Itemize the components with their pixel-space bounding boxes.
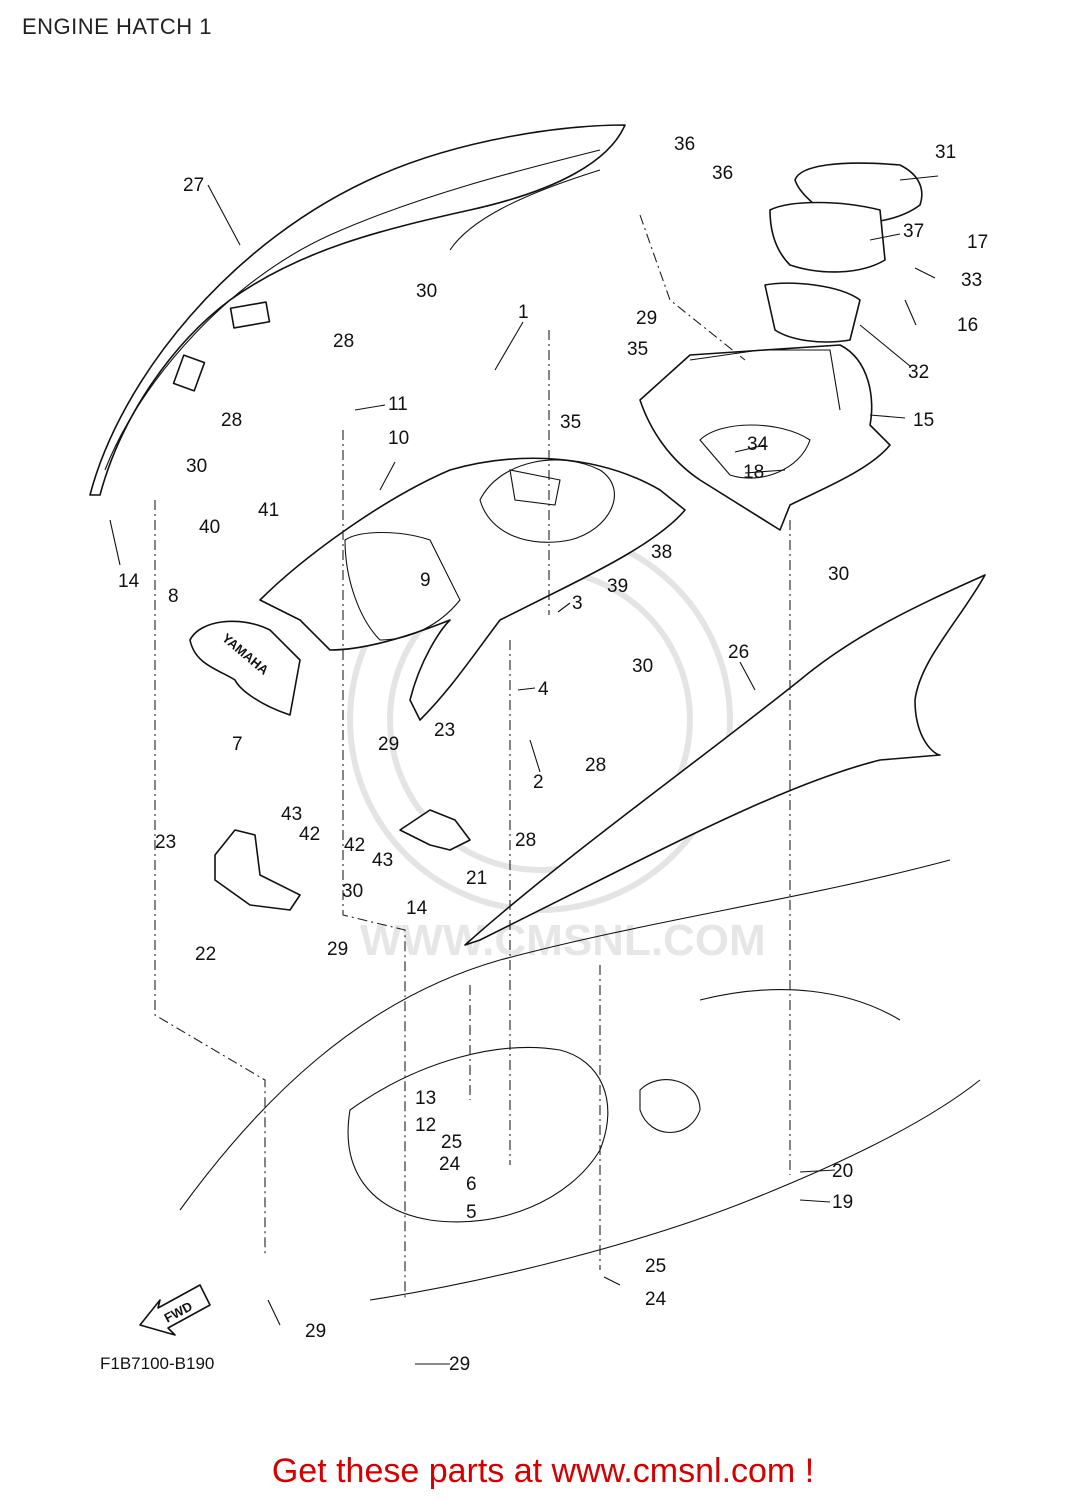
callout-22: 22: [195, 944, 216, 965]
part-side-panel: [464, 574, 986, 946]
callout-28-a: 28: [333, 331, 354, 352]
callout-42-b: 42: [344, 835, 365, 856]
callout-23-b: 23: [434, 720, 455, 741]
reference-code: F1B7100-B190: [100, 1354, 215, 1373]
callout-27: 27: [183, 175, 204, 196]
callout-31: 31: [935, 142, 956, 163]
part-hinge-bracket: [214, 829, 301, 911]
part-badge-plate: YAMAHA: [189, 620, 301, 716]
callout-29-d: 29: [305, 1321, 326, 1342]
callout-3: 3: [572, 593, 583, 614]
callout-23-a: 23: [155, 832, 176, 853]
callout-33: 33: [961, 270, 982, 291]
part-hatch-frame: [259, 457, 686, 721]
callout-18: 18: [743, 462, 764, 483]
callout-10: 10: [388, 428, 409, 449]
callout-12: 12: [415, 1115, 436, 1136]
callout-30-e: 30: [342, 881, 363, 902]
callout-36-b: 36: [712, 163, 733, 184]
part-hull-deck: [179, 859, 981, 1301]
callout-29-c: 29: [327, 939, 348, 960]
callout-28-c: 28: [585, 755, 606, 776]
callout-7: 7: [232, 734, 243, 755]
callout-14-b: 14: [406, 898, 428, 919]
callout-labels: 1 2 3 4 5 6 7 8 9 10 11 12 13 14 14 15 1…: [118, 134, 988, 1375]
callout-39: 39: [607, 576, 628, 597]
callout-4: 4: [538, 679, 549, 700]
callout-28-d: 28: [515, 830, 536, 851]
callout-29-a: 29: [636, 308, 657, 329]
callout-16: 16: [957, 315, 978, 336]
callout-24-a: 24: [439, 1154, 461, 1175]
callout-11: 11: [388, 394, 408, 415]
callout-37: 37: [903, 221, 924, 242]
assembly-lines: [154, 214, 791, 1300]
callout-20: 20: [832, 1161, 853, 1182]
callout-28-b: 28: [221, 410, 242, 431]
callout-40: 40: [199, 517, 220, 538]
callout-1: 1: [518, 302, 529, 323]
callout-14-a: 14: [118, 571, 140, 592]
callout-32: 32: [908, 362, 929, 383]
callout-29-b: 29: [378, 734, 399, 755]
part-lid-stack: [764, 162, 923, 343]
part-latch-base: [399, 809, 471, 851]
callout-13: 13: [415, 1088, 436, 1109]
page-title: ENGINE HATCH 1: [22, 14, 212, 39]
callout-38: 38: [651, 542, 672, 563]
callout-2: 2: [533, 772, 544, 793]
callout-24-b: 24: [645, 1289, 667, 1310]
callout-30-b: 30: [186, 456, 207, 477]
leader-lines: [109, 175, 939, 1365]
callout-34: 34: [747, 434, 769, 455]
callout-29-e: 29: [449, 1354, 470, 1375]
callout-26: 26: [728, 642, 749, 663]
callout-30-a: 30: [416, 281, 437, 302]
callout-25-a: 25: [441, 1132, 462, 1153]
callout-21: 21: [466, 868, 487, 889]
callout-41: 41: [258, 500, 279, 521]
callout-30-c: 30: [828, 564, 849, 585]
callout-42-a: 42: [299, 824, 320, 845]
callout-19: 19: [832, 1192, 853, 1213]
callout-25-b: 25: [645, 1256, 666, 1277]
call-to-action-link[interactable]: Get these parts at www.cmsnl.com !: [271, 1452, 815, 1490]
part-top-cover: [89, 124, 626, 496]
callout-15: 15: [913, 410, 934, 431]
callout-17: 17: [967, 232, 988, 253]
fwd-arrow-icon: FWD: [139, 1284, 211, 1336]
callout-43-a: 43: [281, 804, 302, 825]
callout-6: 6: [466, 1174, 477, 1195]
callout-5: 5: [466, 1202, 477, 1223]
part-storage-box: [639, 344, 891, 531]
callout-30-d: 30: [632, 656, 653, 677]
callout-43-b: 43: [372, 850, 393, 871]
callout-9: 9: [420, 570, 431, 591]
callout-8: 8: [168, 586, 179, 607]
watermark-text: WWW.CMSNL.COM: [360, 916, 766, 965]
callout-35-a: 35: [627, 339, 648, 360]
callout-36-a: 36: [674, 134, 695, 155]
callout-35-b: 35: [560, 412, 581, 433]
